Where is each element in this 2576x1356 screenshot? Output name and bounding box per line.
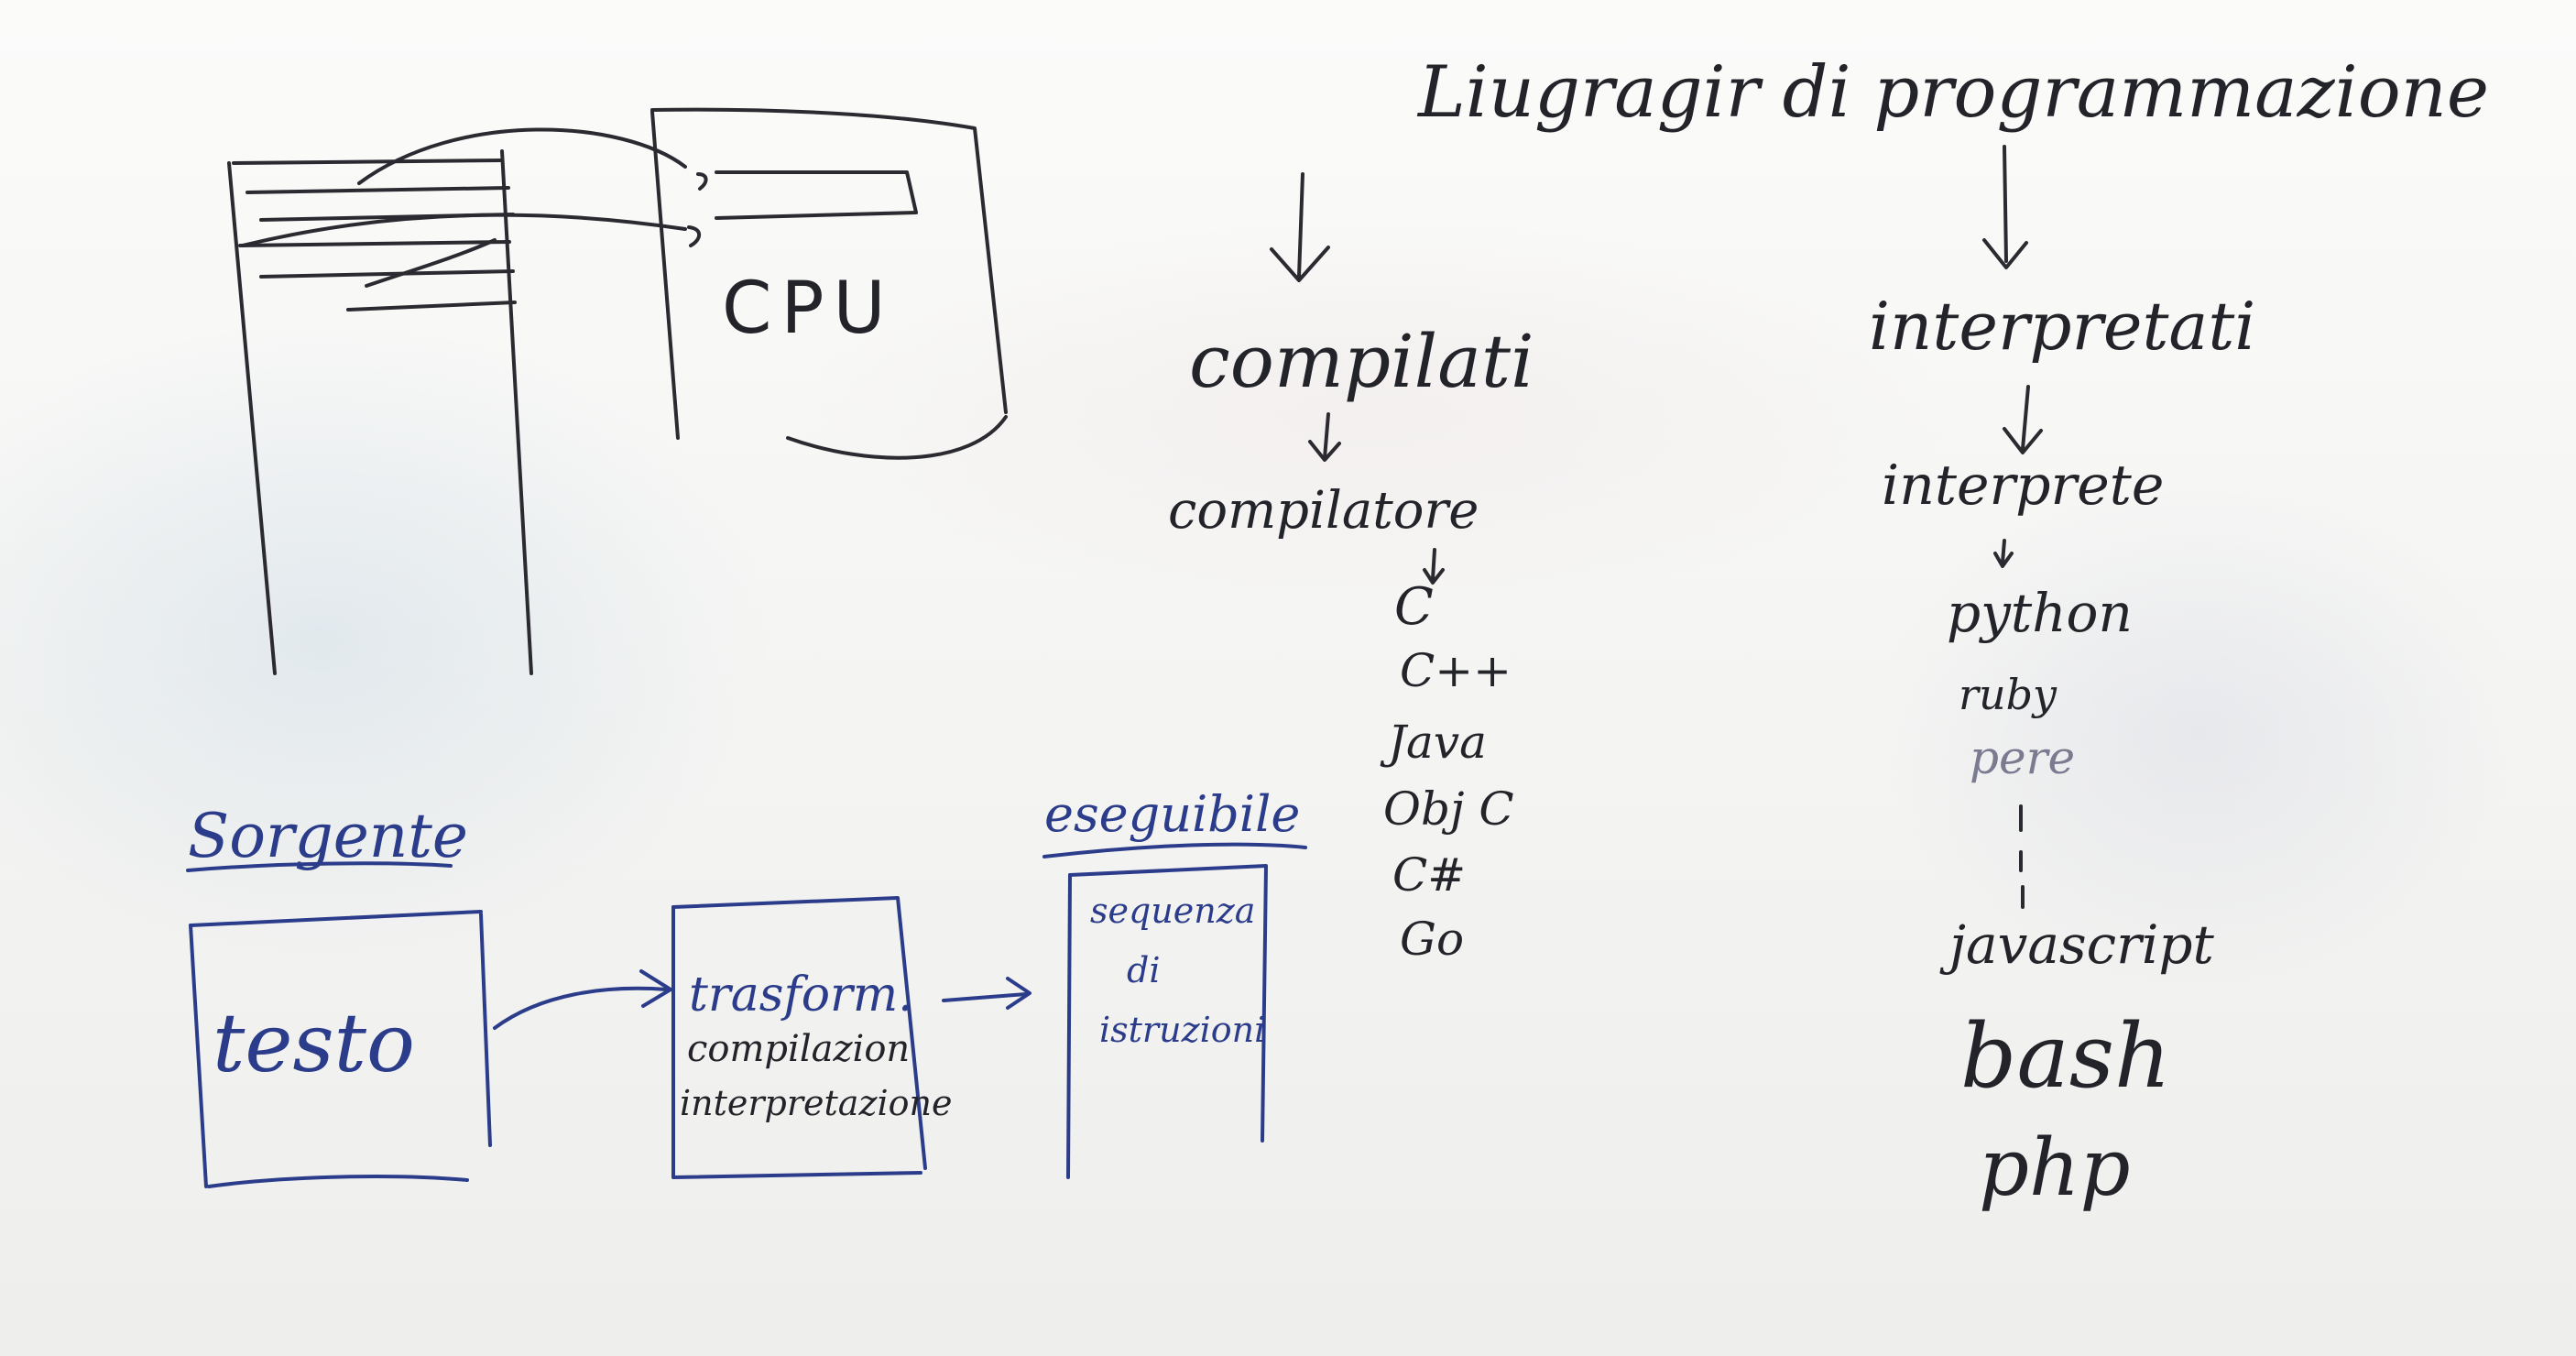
interpreter-label: interprete bbox=[1882, 454, 2165, 518]
page-title: Liugragir di programmazione bbox=[1418, 51, 2490, 134]
compiled-language: C++ bbox=[1400, 644, 1512, 697]
compiled-heading: compilati bbox=[1189, 319, 1534, 404]
compiled-language: Java bbox=[1388, 716, 1487, 769]
source-label: Sorgente bbox=[188, 801, 468, 871]
output-box-drawing bbox=[1042, 842, 1307, 1179]
interpreted-language: pere bbox=[1970, 731, 2076, 784]
source-box-drawing bbox=[186, 861, 492, 1188]
compiled-language: C# bbox=[1392, 848, 1467, 902]
cpu-label: CPU bbox=[722, 268, 895, 350]
transform-line: compilazion bbox=[687, 1028, 911, 1070]
interpreted-heading: interpretati bbox=[1869, 288, 2256, 365]
output-line: di bbox=[1127, 950, 1161, 990]
transform-box-drawing bbox=[671, 896, 927, 1179]
compiled-language: Go bbox=[1400, 913, 1465, 966]
memory-stack-drawing bbox=[227, 149, 533, 675]
interpreted-language: ruby bbox=[1959, 670, 2058, 719]
transform-line: trasform. bbox=[689, 968, 913, 1022]
interpreted-language: php bbox=[1979, 1122, 2131, 1214]
title-arrows bbox=[1270, 145, 2028, 282]
compiled-language: C bbox=[1394, 577, 1434, 637]
memory-cpu-arrows bbox=[241, 127, 687, 288]
output-line: istruzioni bbox=[1099, 1010, 1266, 1050]
compiled-arrows bbox=[1308, 412, 1445, 585]
flow-arrows bbox=[493, 969, 1031, 1030]
compiler-label: compilatore bbox=[1168, 481, 1479, 541]
transform-line: interpretazione bbox=[680, 1083, 953, 1123]
interpreted-language: bash bbox=[1960, 1005, 2171, 1108]
output-line: sequenza bbox=[1090, 891, 1256, 931]
cpu-box-drawing bbox=[650, 107, 1008, 460]
interpreted-arrows bbox=[1993, 385, 2043, 909]
source-box-text: testo bbox=[213, 996, 415, 1090]
compiled-language: Obj C bbox=[1383, 782, 1514, 836]
interpreted-language: python bbox=[1947, 582, 2133, 644]
output-label: eseguibile bbox=[1044, 785, 1301, 843]
interpreted-language: javascript bbox=[1949, 913, 2214, 976]
